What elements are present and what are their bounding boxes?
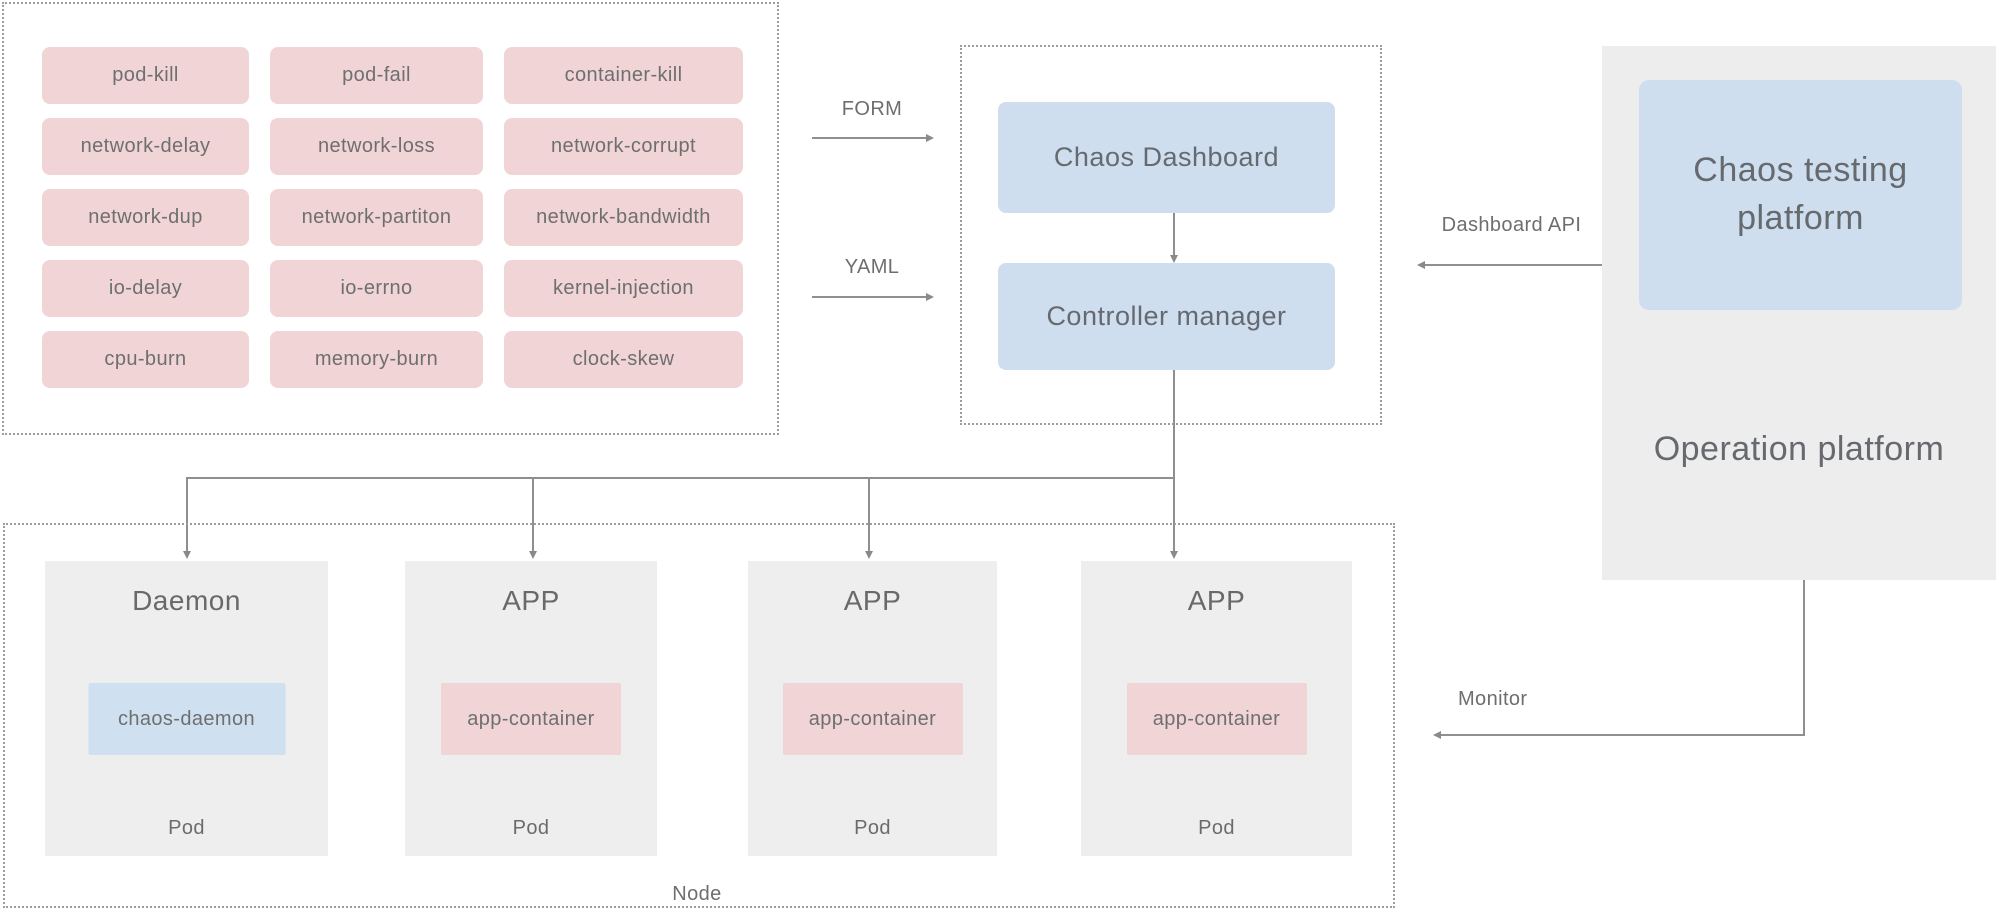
pods-branch-line [186,477,1175,479]
chaos-type-pod-kill: pod-kill [42,47,249,104]
yaml-arrowhead-icon [926,293,934,301]
chaos-dashboard-box: Chaos Dashboard [998,102,1335,213]
monitor-vertical-line [1803,580,1805,736]
chaos-type-io-delay: io-delay [42,260,249,317]
chaos-type-cpu-burn: cpu-burn [42,331,249,388]
pod-label: Pod [512,817,550,839]
chaos-type-container-kill: container-kill [504,47,743,104]
chaos-experiments-panel [2,2,779,435]
chaos-type-io-errno: io-errno [270,260,483,317]
form-label: FORM [841,98,903,120]
app-pod-1: APP app-container Pod [405,561,657,856]
controller-manager-box: Controller manager [998,263,1335,370]
form-arrow-line [812,137,927,139]
form-arrowhead-icon [926,134,934,142]
chaos-type-network-loss: network-loss [270,118,483,175]
dashboard-to-controller-arrowhead-icon [1170,255,1178,263]
chaos-type-clock-skew: clock-skew [504,331,743,388]
monitor-horizontal-line [1440,734,1805,736]
monitor-arrowhead-icon [1433,731,1441,739]
chaos-type-network-dup: network-dup [42,189,249,246]
chaos-type-memory-burn: memory-burn [270,331,483,388]
dashboard-to-controller-line [1173,213,1175,257]
pod-title: APP [843,585,902,616]
branch-drop-daemon-line [186,477,188,551]
pod-title: APP [502,585,560,616]
control-plane-panel [960,45,1382,425]
pod-title: APP [1187,585,1246,616]
branch-drop-app2-line [868,477,870,551]
pod-label: Pod [168,817,205,839]
chaos-type-network-corrupt: network-corrupt [504,118,743,175]
monitor-label: Monitor [1458,688,1528,710]
app2-arrowhead-icon [865,551,873,559]
yaml-label: YAML [844,256,900,278]
app-pod-2: APP app-container Pod [748,561,997,856]
chaos-type-pod-fail: pod-fail [270,47,483,104]
app3-arrowhead-icon [1170,551,1178,559]
dashboard-api-arrowhead-icon [1417,261,1425,269]
dashboard-api-label: Dashboard API [1441,214,1582,236]
daemon-arrowhead-icon [183,551,191,559]
chaos-daemon-container-box: chaos-daemon [88,683,285,755]
chaos-experiments-grid: pod-kill pod-fail container-kill network… [42,47,743,388]
app-container-box: app-container [441,683,621,755]
operation-platform-label: Operation platform [1653,430,1945,468]
app-container-box: app-container [1126,683,1307,755]
pod-label: Pod [1198,817,1235,839]
daemon-pod: Daemon chaos-daemon Pod [45,561,328,856]
chaos-type-network-partiton: network-partiton [270,189,483,246]
chaos-testing-platform-box: Chaos testing platform [1639,80,1962,310]
branch-drop-app1-line [532,477,534,551]
app-container-box: app-container [782,683,963,755]
chaos-type-kernel-injection: kernel-injection [504,260,743,317]
node-panel [3,523,1395,908]
node-label: Node [672,883,722,905]
app1-arrowhead-icon [529,551,537,559]
chaos-type-network-bandwidth: network-bandwidth [504,189,743,246]
dashboard-api-line [1424,264,1602,266]
chaos-type-network-delay: network-delay [42,118,249,175]
pod-title: Daemon [132,585,241,616]
app-pod-3: APP app-container Pod [1081,561,1352,856]
controller-to-node-line [1173,370,1175,552]
yaml-arrow-line [812,296,927,298]
pod-label: Pod [854,817,891,839]
